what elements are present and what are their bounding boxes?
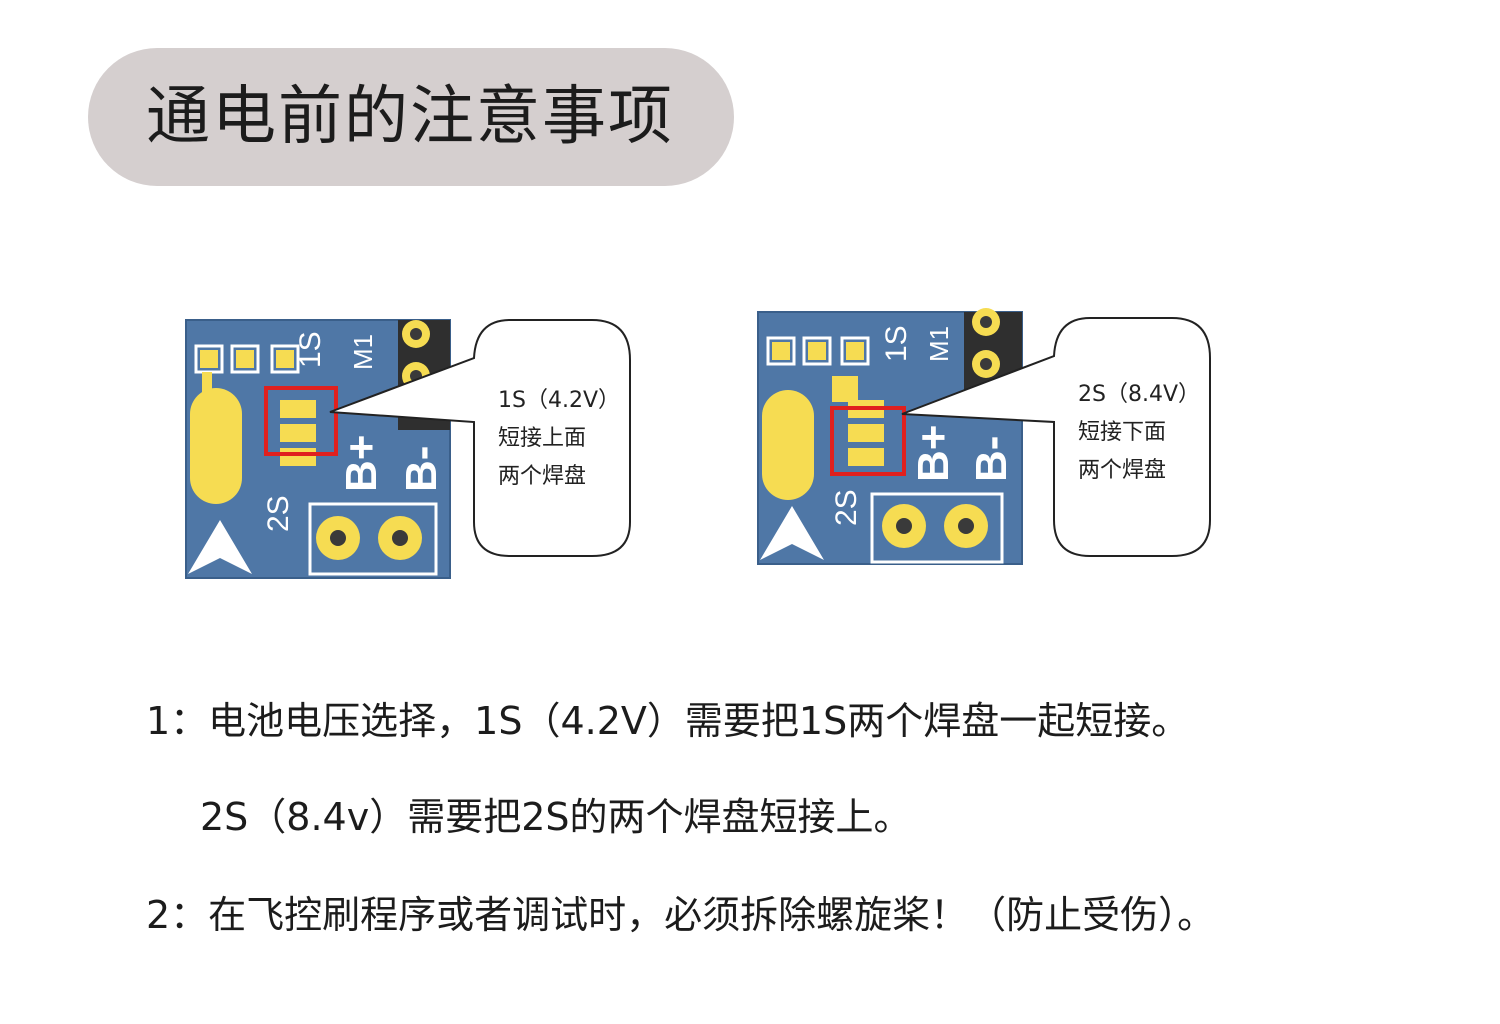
pcb-illustration: 1S M1 2S B+ B-	[757, 308, 1211, 565]
page-title: 通电前的注意事项	[146, 80, 674, 154]
arrow-marker	[760, 506, 824, 560]
highlight-box	[264, 386, 338, 456]
pcb-figure-2s: 1S M1 2S B+ B- 2S（8.4V） 短接下面 两个焊盘	[752, 304, 1222, 576]
pcb-illustration: 1S M1 2S B+ B-	[185, 319, 631, 579]
solder-pad-middle	[848, 424, 884, 442]
note-remove-propellers: 2：在飞控刷程序或者调试时，必须拆除螺旋桨！（防止受伤）。	[146, 893, 1216, 937]
callout-bubble	[329, 319, 631, 557]
note-battery-voltage: 1：电池电压选择，1S（4.2V）需要把1S两个焊盘一起短接。	[146, 699, 1190, 743]
highlight-box	[830, 406, 906, 476]
pcb-label-m1: M1	[924, 326, 954, 362]
solder-pad-bottom	[848, 448, 884, 466]
callout-line-3: 两个焊盘	[498, 464, 587, 489]
arrow-marker	[188, 520, 252, 574]
callout-line-1: 1S（4.2V）	[498, 388, 620, 413]
callout-text: 2S（8.4V） 短接下面 两个焊盘	[1078, 376, 1200, 490]
solder-pad-middle	[280, 424, 316, 442]
callout-bubble	[901, 317, 1211, 557]
battery-pad	[762, 390, 814, 500]
pcb-label-bplus: B+	[337, 435, 386, 492]
pcb-label-2s: 2S	[830, 489, 863, 526]
note-2s-pads: 2S（8.4v）需要把2S的两个焊盘短接上。	[200, 795, 912, 839]
pcb-label-bplus: B+	[909, 425, 958, 482]
battery-pad	[190, 388, 242, 504]
pcb-figure-1s: 1S M1 2S B+ B- 1S（4.2V） 短接上面 两个焊盘	[180, 312, 640, 584]
title-banner: 通电前的注意事项	[88, 48, 734, 186]
pcb-label-m1: M1	[348, 334, 378, 370]
pcb-label-1s: 1S	[880, 325, 913, 362]
pcb-label-1s: 1S	[294, 331, 327, 368]
pcb-label-bminus: B-	[397, 446, 446, 492]
callout-line-1: 2S（8.4V）	[1078, 382, 1200, 407]
callout-line-3: 两个焊盘	[1078, 458, 1167, 483]
callout-line-2: 短接下面	[1078, 420, 1167, 445]
solder-pad-bottom	[280, 448, 316, 466]
pcb-label-bminus: B-	[967, 436, 1016, 482]
callout-line-2: 短接上面	[498, 426, 587, 451]
pcb-label-2s: 2S	[262, 495, 295, 532]
callout-text: 1S（4.2V） 短接上面 两个焊盘	[498, 382, 620, 496]
solder-pad-top	[280, 400, 316, 418]
